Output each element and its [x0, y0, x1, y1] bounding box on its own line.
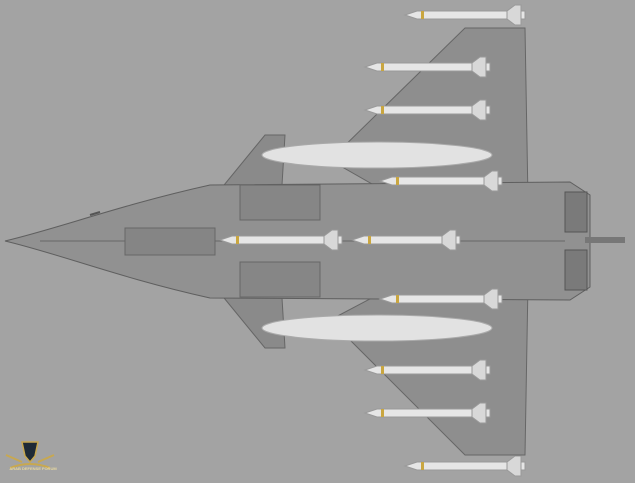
upper-canard: [218, 134, 286, 191]
intake-lower: [239, 261, 321, 298]
upper-nozzle: [564, 191, 588, 233]
missile: [403, 455, 526, 477]
missile: [403, 4, 526, 26]
lower-canard: [218, 292, 286, 349]
missile: [363, 56, 491, 78]
arab-defense-forum-logo: [5, 441, 55, 469]
missile: [363, 402, 491, 424]
lower-drop-tank: [261, 314, 493, 342]
lower-nozzle: [564, 249, 588, 291]
missile: [218, 229, 343, 251]
refuel-probe: [89, 211, 101, 216]
missile: [363, 359, 491, 381]
logo-text: ARAB DEFENSE FORUM: [9, 466, 57, 471]
gun-barrel: [585, 237, 625, 243]
intake-upper: [239, 184, 321, 221]
canopy-panel: [124, 227, 216, 256]
missile: [378, 170, 503, 192]
missile: [350, 229, 461, 251]
missile: [378, 288, 503, 310]
missile: [363, 99, 491, 121]
upper-drop-tank: [261, 141, 493, 169]
